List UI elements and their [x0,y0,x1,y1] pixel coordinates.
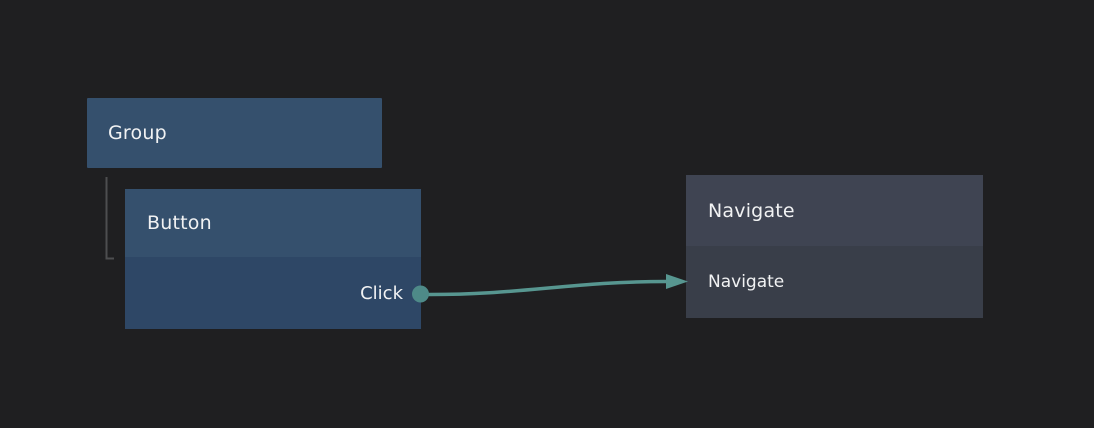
button-node[interactable]: Button Click [125,189,421,329]
click-to-navigate-wire[interactable] [418,279,668,297]
wire-arrowhead-icon [666,274,688,289]
group-node[interactable]: Group [87,98,382,168]
navigate-node[interactable]: Navigate Navigate [686,175,983,318]
button-node-title: Button [147,212,212,234]
button-node-body: Click [125,257,421,329]
navigate-action-label: Navigate [708,272,785,292]
group-button-tree-connector [105,177,114,260]
button-node-header[interactable]: Button [125,189,421,257]
navigate-node-title: Navigate [708,199,795,222]
navigate-action-row[interactable]: Navigate [686,246,983,318]
navigate-node-header[interactable]: Navigate [686,175,983,246]
group-node-title: Group [108,122,167,144]
click-port-label: Click [360,282,403,304]
